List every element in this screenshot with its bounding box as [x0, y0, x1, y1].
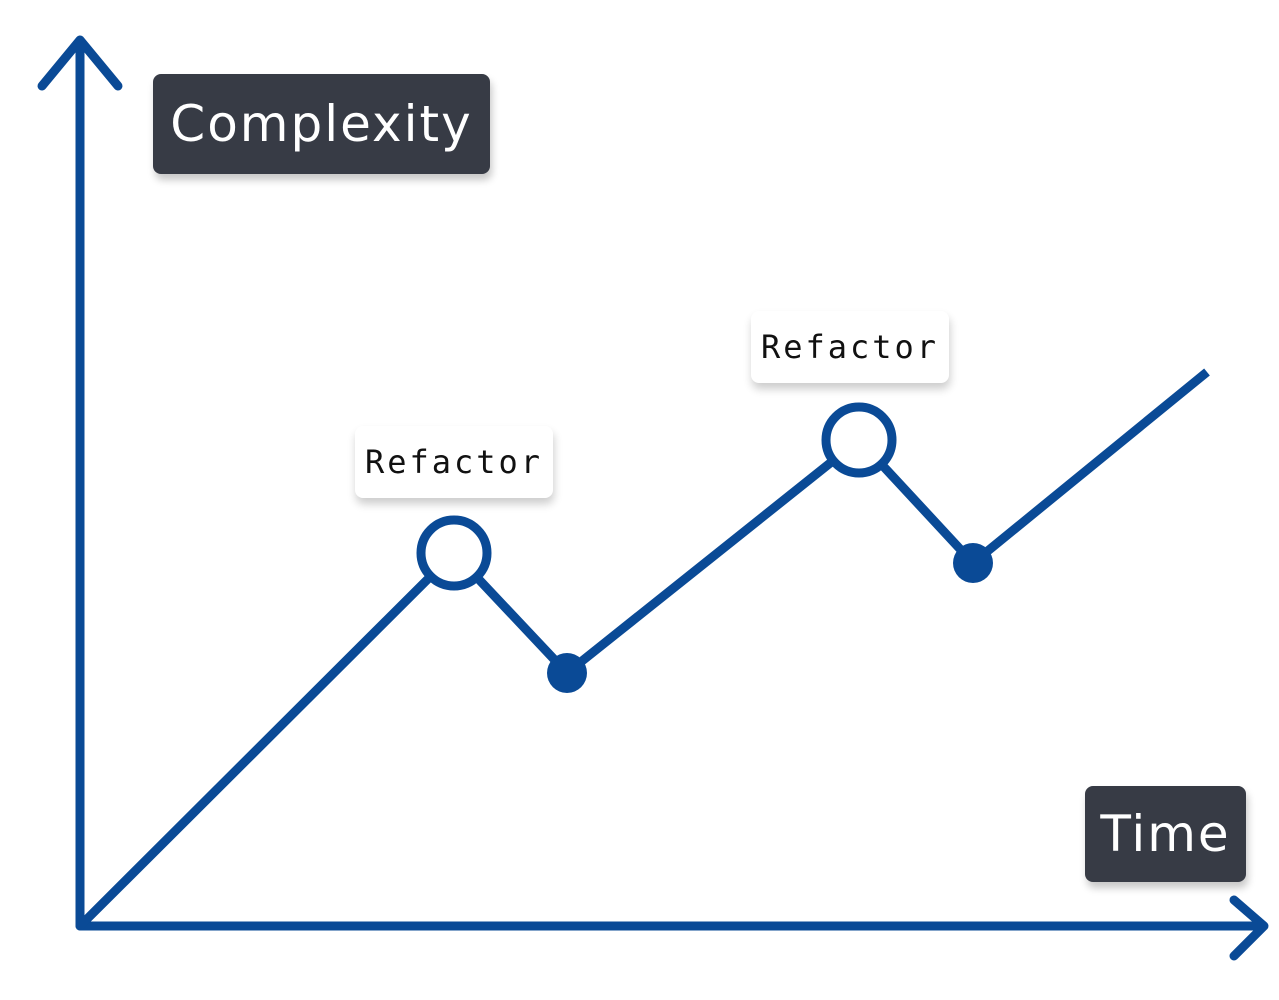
- trough-marker-1-filled-circle-icon: [547, 653, 587, 693]
- peak-marker-1-open-circle-icon: [416, 515, 492, 591]
- x-axis-label: Time: [1085, 786, 1246, 882]
- complexity-trend-line: [76, 368, 1210, 930]
- x-axis-arrow-icon: [1229, 895, 1269, 961]
- y-axis-arrow-icon: [37, 35, 123, 91]
- trough-marker-2-filled-circle-icon: [953, 543, 993, 583]
- peak-marker-2-open-circle-icon: [821, 402, 897, 478]
- refactor-callout-1: Refactor: [355, 426, 553, 498]
- y-axis-label: Complexity: [153, 74, 490, 174]
- refactor-callout-2: Refactor: [751, 311, 949, 383]
